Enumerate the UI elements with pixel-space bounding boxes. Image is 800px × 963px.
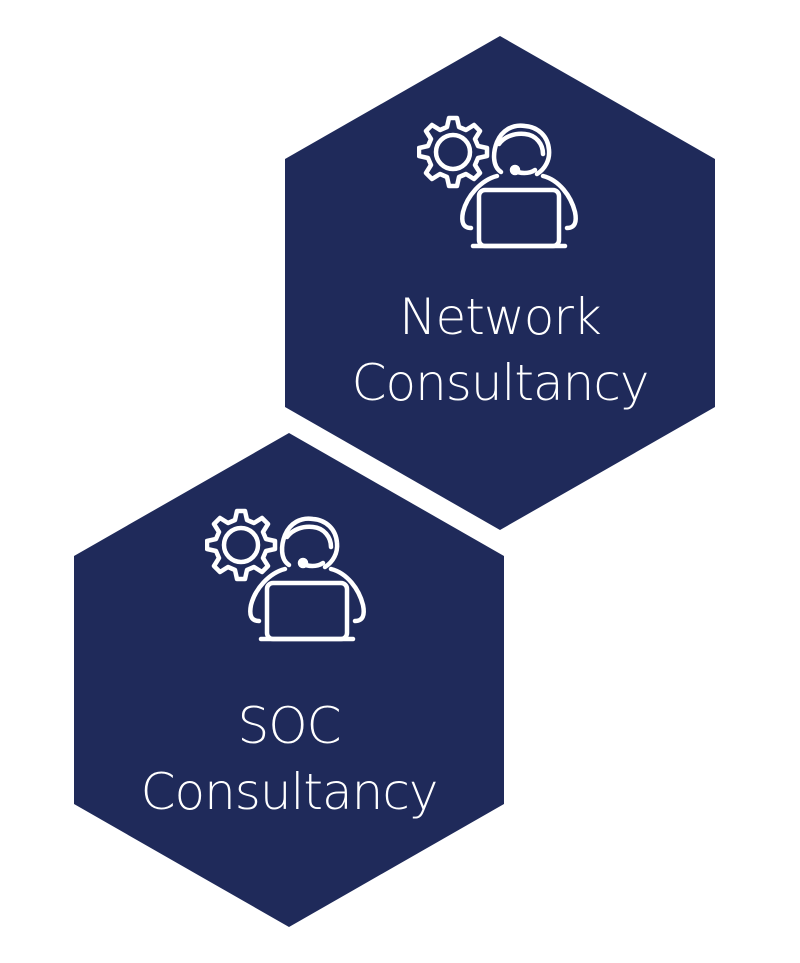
hexagon-shape xyxy=(74,433,504,927)
hexagon-soc-consultancy: SOC Consultancy xyxy=(74,433,504,927)
label-line-2: Consultancy xyxy=(351,354,650,412)
label-line-1: SOC xyxy=(237,697,341,755)
gear-icon xyxy=(417,115,490,189)
hexagon-shape xyxy=(285,36,715,530)
person-head-icon xyxy=(279,516,340,570)
consultant-gear-laptop-icon xyxy=(417,114,581,250)
node-label-soc: SOC Consultancy xyxy=(74,693,504,825)
hexagon-network-consultancy: Network Consultancy xyxy=(285,36,715,530)
consultant-gear-laptop-icon xyxy=(205,507,369,643)
node-label-network: Network Consultancy xyxy=(285,284,715,416)
laptop-icon xyxy=(258,580,356,642)
person-body-icon xyxy=(248,566,366,624)
label-line-1: Network xyxy=(399,288,602,346)
gear-icon xyxy=(205,508,278,582)
label-line-2: Consultancy xyxy=(140,763,439,821)
laptop-icon xyxy=(470,187,568,249)
person-body-icon xyxy=(460,173,578,231)
person-head-icon xyxy=(491,123,552,177)
